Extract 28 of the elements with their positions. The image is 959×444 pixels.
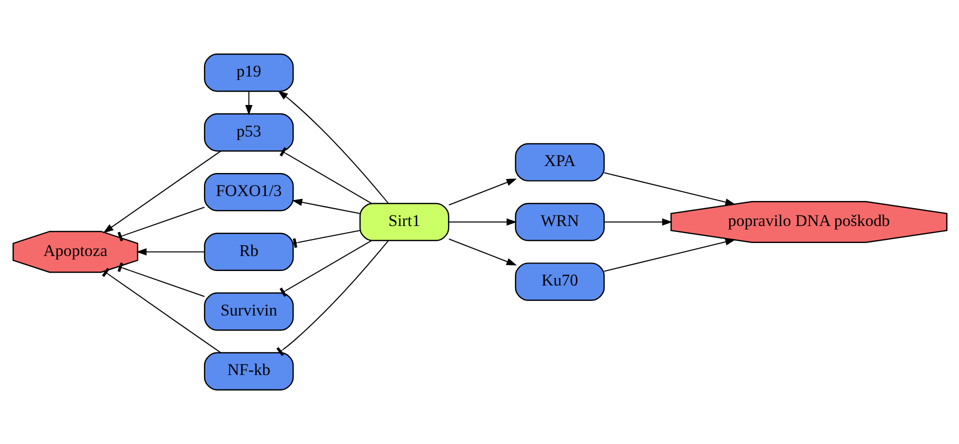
arrow — [291, 198, 360, 214]
node-box: p19 — [203, 54, 294, 92]
arrow — [604, 238, 736, 272]
node-box: Rb — [203, 232, 294, 272]
arrow — [448, 218, 516, 226]
node-box: XPA — [514, 143, 604, 182]
node-box: FOXO1/3 — [203, 172, 294, 212]
arrow — [604, 218, 672, 226]
connector — [276, 240, 388, 356]
node-box: WRN — [514, 202, 604, 242]
node-box: Survivin — [203, 292, 294, 331]
arrow — [136, 248, 204, 256]
arrow — [448, 238, 516, 266]
connector — [279, 240, 372, 297]
arrow — [604, 172, 736, 206]
connector — [292, 230, 360, 248]
arrow — [277, 90, 388, 204]
connector — [117, 262, 204, 297]
arrow — [102, 150, 221, 234]
connector — [279, 147, 372, 204]
node-box: p53 — [203, 113, 294, 152]
node-box: NF-kb — [203, 352, 294, 390]
arrow — [244, 91, 252, 116]
connector — [117, 206, 204, 242]
node-box: Ku70 — [514, 262, 604, 301]
arrow — [448, 178, 516, 206]
node-box: Sirt1 — [358, 202, 449, 242]
connector — [101, 268, 221, 354]
